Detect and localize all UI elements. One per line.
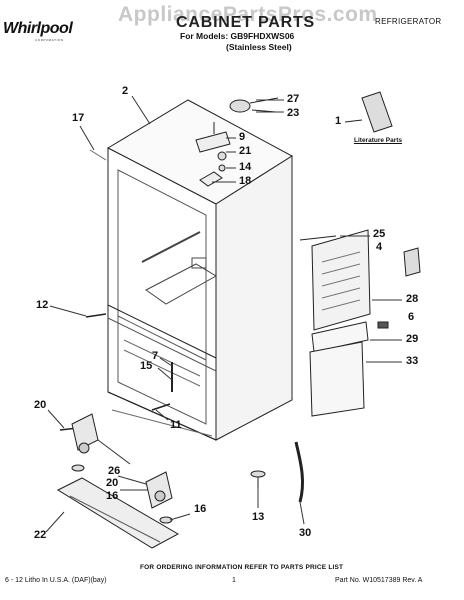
- cabinet-front-opening: [117, 169, 207, 425]
- callout-16-lower: 16: [106, 490, 119, 502]
- footer-litho: 6 - 12 Litho In U.S.A. (DAF)(bay): [5, 577, 107, 584]
- rear-grille: [311, 229, 371, 331]
- toe-grille: [56, 477, 180, 549]
- logo-subtext: CORPORATION: [35, 38, 64, 42]
- watermark-text: AppliancePartsPros.com: [118, 3, 378, 26]
- callout-16-right: 16: [194, 503, 207, 515]
- callout-29: 29: [406, 333, 419, 345]
- footer-part-number: Part No. W10517389 Rev. A: [335, 577, 423, 584]
- callout-1: 1: [335, 115, 342, 127]
- roller-right: [154, 490, 166, 502]
- callout-21: 21: [239, 145, 252, 157]
- literature-parts-label: Literature Parts: [354, 137, 403, 144]
- callout-17: 17: [72, 112, 85, 124]
- callout-7: 7: [152, 350, 159, 362]
- callout-30: 30: [299, 527, 312, 539]
- product-category: REFRIGERATOR: [375, 17, 442, 26]
- callout-18: 18: [239, 175, 252, 187]
- divider-front: [107, 304, 217, 359]
- callout-22: 22: [34, 529, 47, 541]
- callout-11: 11: [170, 419, 182, 431]
- door-handle: [294, 441, 304, 503]
- fastener-part: [377, 321, 389, 329]
- model-number: For Models: GB9FHDXWS06: [180, 31, 295, 41]
- hinge-cover: [229, 99, 251, 113]
- page-title: CABINET PARTS: [176, 14, 315, 31]
- callout-13: 13: [252, 511, 265, 523]
- callout-14: 14: [239, 161, 252, 173]
- callout-25: 25: [373, 228, 386, 240]
- callout-23: 23: [287, 107, 300, 119]
- machine-cover: [309, 341, 365, 417]
- callout-28: 28: [406, 293, 419, 305]
- footer-page-number: 1: [232, 577, 236, 584]
- callout-9: 9: [239, 131, 246, 143]
- callout-33: 33: [406, 355, 419, 367]
- rear-panel: [311, 321, 369, 353]
- callout-12: 12: [36, 299, 49, 311]
- callout-20-left: 20: [34, 399, 47, 411]
- ordering-note: FOR ORDERING INFORMATION REFER TO PARTS …: [140, 564, 344, 571]
- model-finish: (Stainless Steel): [226, 42, 292, 52]
- interior-shelf: [145, 263, 217, 305]
- literature-booklet: [361, 91, 393, 133]
- top-hinge: [195, 131, 231, 153]
- leveling-foot: [250, 470, 266, 478]
- callout-4: 4: [376, 241, 383, 253]
- callout-26: 26: [108, 465, 121, 477]
- lower-hinge-right: [145, 471, 173, 509]
- callout-27: 27: [287, 93, 300, 105]
- whirlpool-logo: Whirlpool: [3, 20, 73, 37]
- clip-part: [403, 247, 421, 277]
- roller-left: [78, 442, 90, 454]
- callout-2: 2: [122, 85, 129, 97]
- callout-15: 15: [140, 360, 153, 372]
- callout-6: 6: [408, 311, 415, 323]
- cabinet-right-side: [215, 155, 293, 441]
- callout-20-lower: 20: [106, 477, 119, 489]
